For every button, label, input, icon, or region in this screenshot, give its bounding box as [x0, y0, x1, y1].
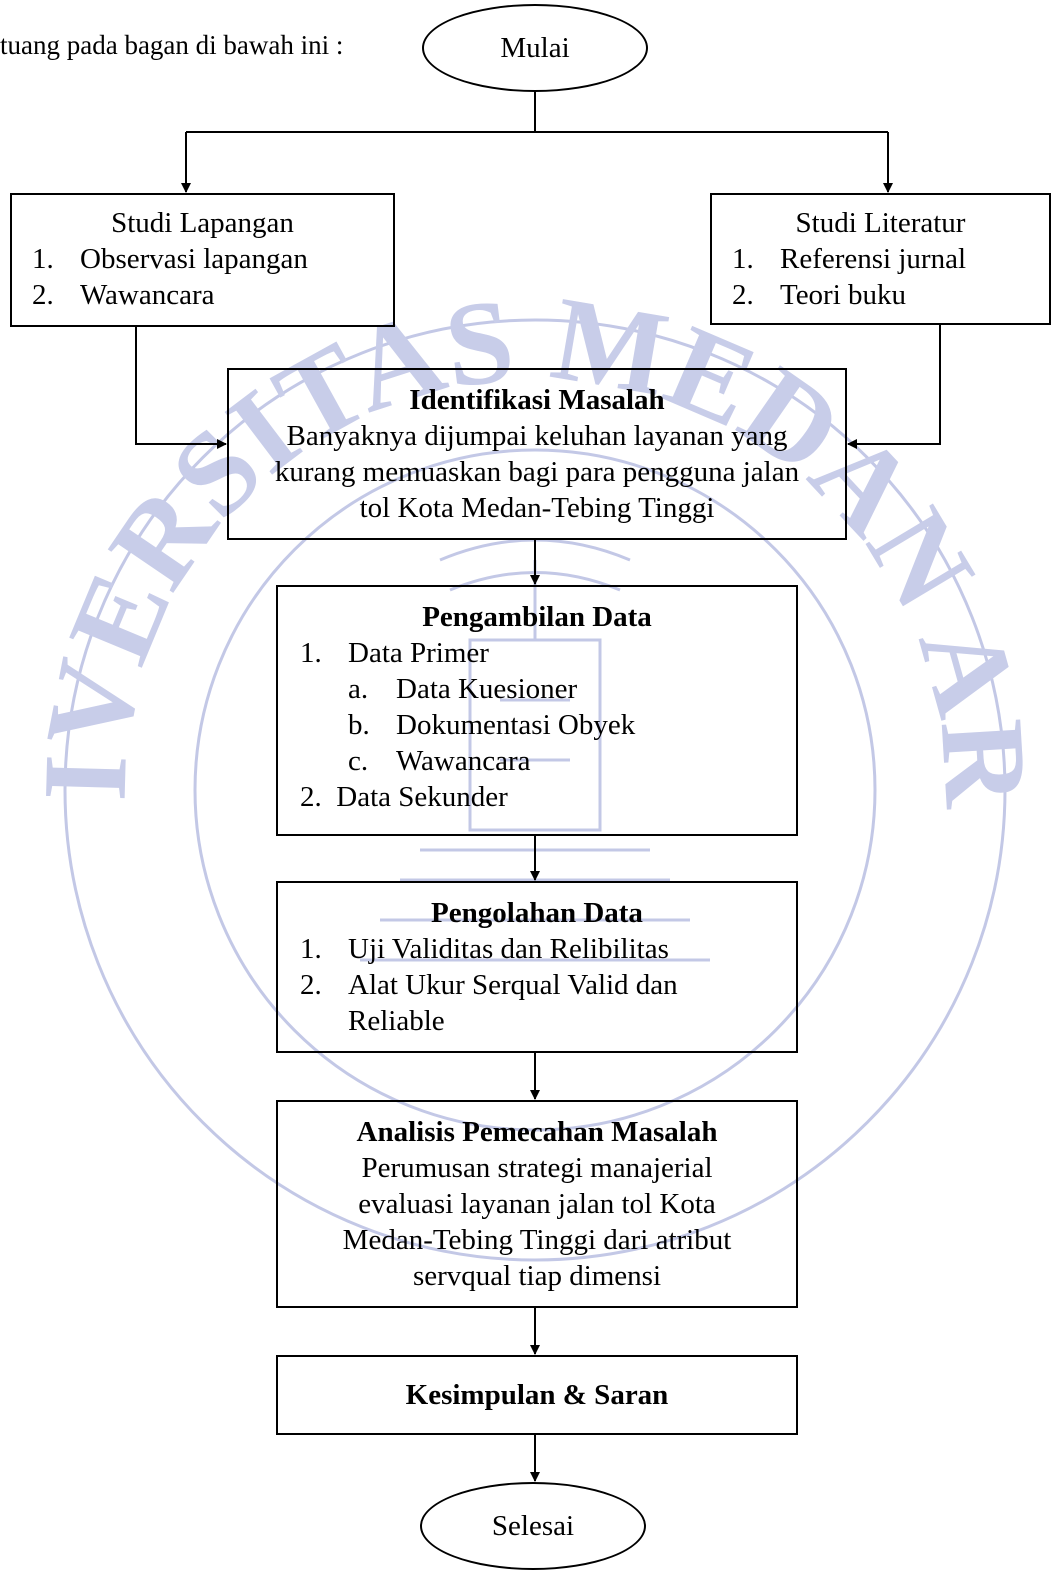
sub-list-item: c.Wawancara: [348, 745, 531, 777]
studi-lapangan-box: Studi Lapangan 1.Observasi lapangan 2.Wa…: [10, 193, 395, 327]
start-terminal: Mulai: [422, 4, 648, 92]
pengambilan-data-box: Pengambilan Data 1.Data Primer a.Data Ku…: [276, 585, 798, 836]
sub-list-item: a.Data Kuesioner: [348, 673, 578, 705]
end-terminal: Selesai: [420, 1482, 646, 1570]
list-item: 1.Data Primer: [300, 637, 489, 669]
list-item: 2.Alat Ukur Serqual Valid dan: [300, 969, 678, 1001]
arrow-literatur-to-identifikasi: [847, 325, 941, 449]
identifikasi-masalah-box: Identifikasi Masalah Banyaknya dijumpai …: [227, 368, 847, 540]
list-item: 2. Data Sekunder: [300, 781, 508, 813]
sub-list-item: b.Dokumentasi Obyek: [348, 709, 636, 741]
studi-lapangan-title: Studi Lapangan: [111, 207, 294, 239]
pengolahan-title: Pengolahan Data: [431, 897, 643, 929]
list-item: 1.Observasi lapangan: [32, 243, 308, 275]
list-item: 2.Wawancara: [32, 279, 215, 311]
pengambilan-title: Pengambilan Data: [422, 601, 652, 633]
analisis-pemecahan-box: Analisis Pemecahan Masalah Perumusan str…: [276, 1100, 798, 1308]
list-item-continuation: Reliable: [348, 1005, 445, 1037]
arrow-lapangan-to-identifikasi: [135, 327, 227, 449]
analisis-title: Analisis Pemecahan Masalah: [356, 1116, 718, 1148]
analisis-line: Medan-Tebing Tinggi dari atribut: [342, 1224, 732, 1256]
analisis-line: evaluasi layanan jalan tol Kota: [358, 1188, 716, 1220]
identifikasi-line: tol Kota Medan-Tebing Tinggi: [359, 492, 715, 524]
identifikasi-line: kurang memuaskan bagi para pengguna jala…: [274, 456, 800, 488]
identifikasi-title: Identifikasi Masalah: [409, 384, 665, 416]
analisis-line: servqual tiap dimensi: [412, 1260, 662, 1292]
kesimpulan-saran-box: Kesimpulan & Saran: [276, 1355, 798, 1435]
kesimpulan-title: Kesimpulan & Saran: [405, 1379, 669, 1411]
pengolahan-data-box: Pengolahan Data 1.Uji Validitas dan Reli…: [276, 881, 798, 1053]
studi-literatur-box: Studi Literatur 1.Referensi jurnal 2.Teo…: [710, 193, 1051, 325]
start-label: Mulai: [500, 31, 570, 64]
end-label: Selesai: [491, 1509, 575, 1542]
intro-text: tuang pada bagan di bawah ini :: [0, 30, 344, 60]
list-item: 1.Referensi jurnal: [732, 243, 967, 275]
studi-literatur-title: Studi Literatur: [795, 207, 966, 239]
analisis-line: Perumusan strategi manajerial: [361, 1152, 713, 1184]
list-item: 2.Teori buku: [732, 279, 907, 311]
list-item: 1.Uji Validitas dan Relibilitas: [300, 933, 669, 965]
identifikasi-line: Banyaknya dijumpai keluhan layanan yang: [286, 420, 788, 452]
